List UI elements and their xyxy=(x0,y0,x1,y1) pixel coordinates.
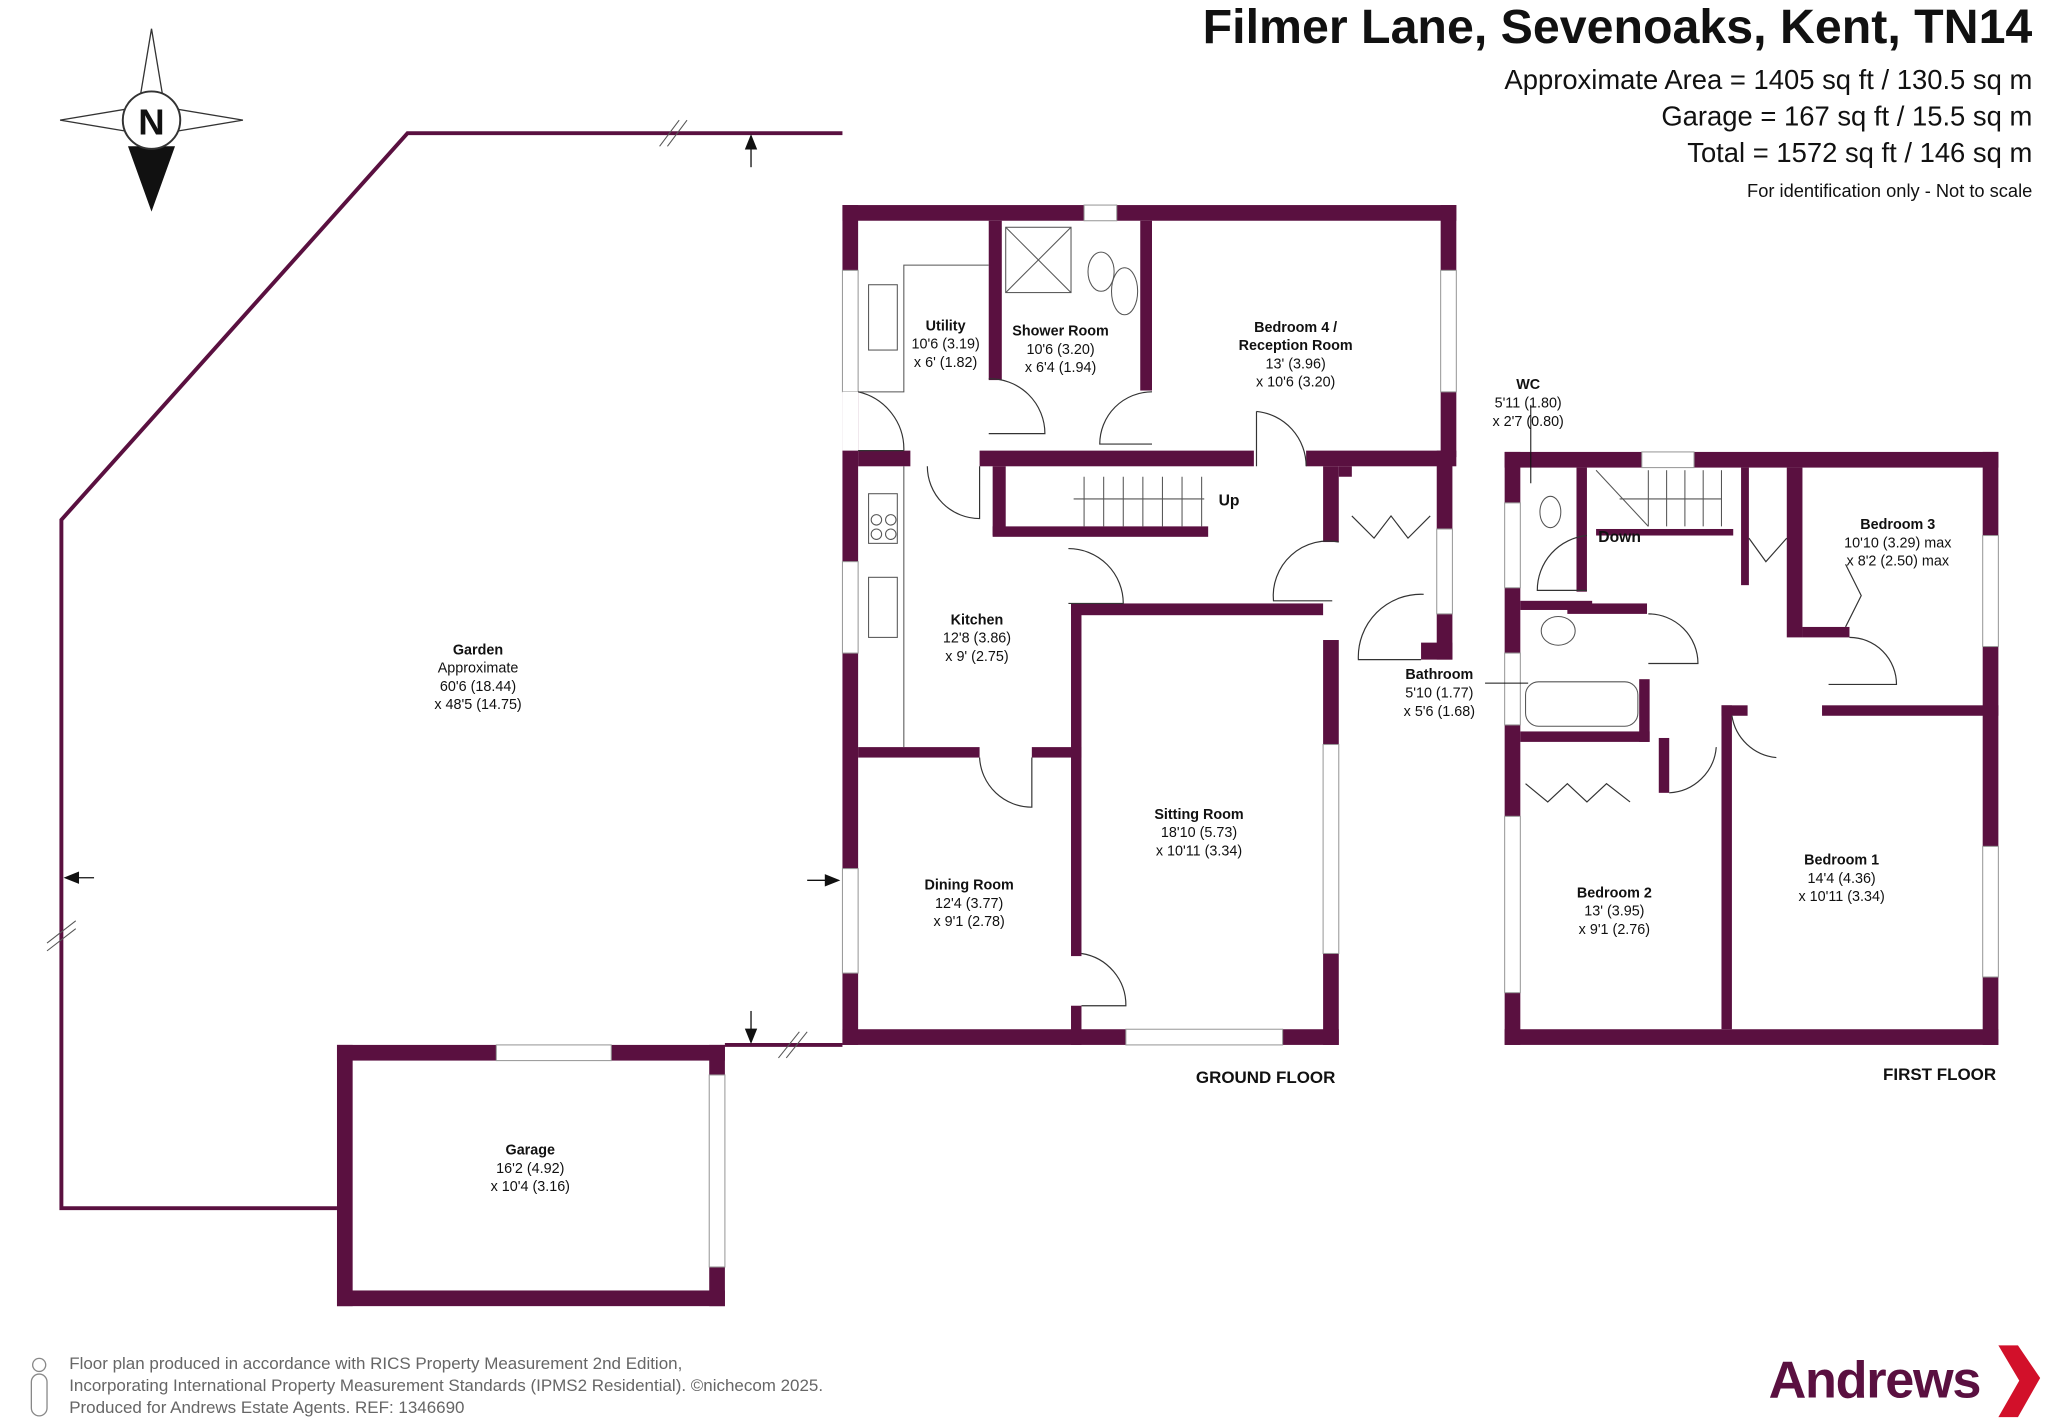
svg-text:x 10'4 (3.16): x 10'4 (3.16) xyxy=(491,1179,570,1195)
svg-text:x 6'4 (1.94): x 6'4 (1.94) xyxy=(1025,360,1096,376)
property-title: Filmer Lane, Sevenoaks, Kent, TN14 xyxy=(1203,0,2033,54)
svg-text:Reception Room: Reception Room xyxy=(1239,338,1353,354)
svg-text:WC: WC xyxy=(1516,377,1540,393)
first-floor-fixtures: Down xyxy=(1485,404,1722,727)
svg-text:10'10 (3.29) max: 10'10 (3.29) max xyxy=(1844,535,1952,551)
svg-text:Approximate: Approximate xyxy=(438,661,519,677)
room-label-shower-room: Shower Room 10'6 (3.20) x 6'4 (1.94) xyxy=(1012,324,1109,377)
approximate-area: Approximate Area = 1405 sq ft / 130.5 sq… xyxy=(1504,64,2032,95)
andrews-logo: Andrews xyxy=(1769,1345,2041,1418)
first-floor-doors xyxy=(1525,534,1898,803)
svg-text:5'10 (1.77): 5'10 (1.77) xyxy=(1405,685,1473,701)
room-label-bedroom-1: Bedroom 1 14'4 (4.36) x 10'11 (3.34) xyxy=(1798,853,1884,906)
room-label-wc: WC 5'11 (1.80) x 2'7 (0.80) xyxy=(1492,377,1563,430)
svg-text:60'6 (18.44): 60'6 (18.44) xyxy=(440,679,516,695)
room-label-sitting-room: Sitting Room 18'10 (5.73) x 10'11 (3.34) xyxy=(1154,807,1243,860)
footer-line-2: Incorporating International Property Mea… xyxy=(69,1376,823,1395)
svg-text:14'4 (4.36): 14'4 (4.36) xyxy=(1808,871,1876,887)
garage-area: Garage = 167 sq ft / 15.5 sq m xyxy=(1661,100,2032,131)
room-label-utility: Utility 10'6 (3.19) x 6' (1.82) xyxy=(912,318,980,371)
room-label-kitchen: Kitchen 12'8 (3.86) x 9' (2.75) xyxy=(943,612,1011,665)
svg-text:Bathroom: Bathroom xyxy=(1405,667,1473,683)
svg-text:Garden: Garden xyxy=(453,642,503,658)
person-scale-icon xyxy=(30,1357,48,1417)
svg-text:Kitchen: Kitchen xyxy=(951,612,1004,628)
svg-text:x 9' (2.75): x 9' (2.75) xyxy=(945,649,1008,665)
svg-text:5'11 (1.80): 5'11 (1.80) xyxy=(1495,396,1562,412)
garage-walls xyxy=(336,1044,726,1307)
room-label-dining-room: Dining Room 12'4 (3.77) x 9'1 (2.78) xyxy=(924,877,1013,930)
svg-text:Dining Room: Dining Room xyxy=(924,877,1013,893)
boundary-break-marks xyxy=(46,119,808,1059)
boundary-arrows xyxy=(63,134,841,1045)
svg-text:x 6' (1.82): x 6' (1.82) xyxy=(914,355,977,371)
stairs-down-label: Down xyxy=(1598,529,1641,546)
room-label-bedroom-3: Bedroom 3 10'10 (3.29) max x 8'2 (2.50) … xyxy=(1844,517,1952,570)
first-floor-label: FIRST FLOOR xyxy=(1883,1065,1996,1084)
svg-text:Bedroom 1: Bedroom 1 xyxy=(1804,853,1879,869)
svg-text:10'6 (3.19): 10'6 (3.19) xyxy=(912,337,980,353)
ground-floor-label: GROUND FLOOR xyxy=(1196,1068,1336,1087)
scale-note: For identification only - Not to scale xyxy=(1747,180,2032,201)
svg-text:x 10'6 (3.20): x 10'6 (3.20) xyxy=(1256,375,1335,391)
compass-icon: N xyxy=(59,28,244,212)
svg-text:x 48'5 (14.75): x 48'5 (14.75) xyxy=(434,697,521,713)
svg-text:x 9'1 (2.78): x 9'1 (2.78) xyxy=(933,914,1004,930)
total-area: Total = 1572 sq ft / 146 sq m xyxy=(1687,137,2032,168)
footer-line-3: Produced for Andrews Estate Agents. REF:… xyxy=(69,1398,464,1417)
brand-name: Andrews xyxy=(1769,1352,1980,1410)
brand-chevron-icon xyxy=(1998,1345,2041,1418)
garden-boundary xyxy=(59,131,843,1211)
room-label-bathroom: Bathroom 5'10 (1.77) x 5'6 (1.68) xyxy=(1404,667,1475,720)
svg-text:13' (3.96): 13' (3.96) xyxy=(1266,356,1326,372)
svg-text:Garage: Garage xyxy=(506,1143,556,1159)
room-label-garage: Garage 16'2 (4.92) x 10'4 (3.16) xyxy=(491,1143,570,1196)
svg-text:x 2'7 (0.80): x 2'7 (0.80) xyxy=(1492,414,1563,430)
svg-text:x 8'2 (2.50) max: x 8'2 (2.50) max xyxy=(1847,554,1950,570)
ground-floor-doors xyxy=(857,378,1431,1007)
room-label-bedroom-4: Bedroom 4 / Reception Room 13' (3.96) x … xyxy=(1239,320,1353,391)
svg-text:Utility: Utility xyxy=(926,318,966,334)
svg-text:x 5'6 (1.68): x 5'6 (1.68) xyxy=(1404,704,1475,720)
footer-line-1: Floor plan produced in accordance with R… xyxy=(69,1354,682,1373)
svg-text:Bedroom 4 /: Bedroom 4 / xyxy=(1254,320,1337,336)
svg-text:Bedroom 2: Bedroom 2 xyxy=(1577,885,1652,901)
svg-text:16'2 (4.92): 16'2 (4.92) xyxy=(496,1161,564,1177)
svg-text:12'4 (3.77): 12'4 (3.77) xyxy=(935,896,1003,912)
svg-text:12'8 (3.86): 12'8 (3.86) xyxy=(943,631,1011,647)
compass-north-label: N xyxy=(138,102,164,143)
room-label-bedroom-2: Bedroom 2 13' (3.95) x 9'1 (2.76) xyxy=(1577,885,1652,938)
svg-text:x 10'11 (3.34): x 10'11 (3.34) xyxy=(1798,889,1884,905)
room-label-garden: Garden Approximate 60'6 (18.44) x 48'5 (… xyxy=(434,642,521,713)
svg-text:x 10'11 (3.34): x 10'11 (3.34) xyxy=(1156,844,1242,860)
stairs-up-label: Up xyxy=(1219,492,1240,509)
svg-text:13' (3.95): 13' (3.95) xyxy=(1584,904,1644,920)
ground-floor-walls xyxy=(841,204,1457,1046)
svg-text:x 9'1 (2.76): x 9'1 (2.76) xyxy=(1579,922,1650,938)
ground-floor-fixtures: Up xyxy=(858,226,1240,748)
svg-text:Sitting Room: Sitting Room xyxy=(1154,807,1243,823)
svg-text:Shower Room: Shower Room xyxy=(1012,324,1109,340)
svg-text:Bedroom 3: Bedroom 3 xyxy=(1860,517,1935,533)
svg-text:18'10 (5.73): 18'10 (5.73) xyxy=(1161,825,1237,841)
first-floor-walls xyxy=(1504,451,1999,1045)
svg-text:10'6 (3.20): 10'6 (3.20) xyxy=(1026,342,1094,358)
